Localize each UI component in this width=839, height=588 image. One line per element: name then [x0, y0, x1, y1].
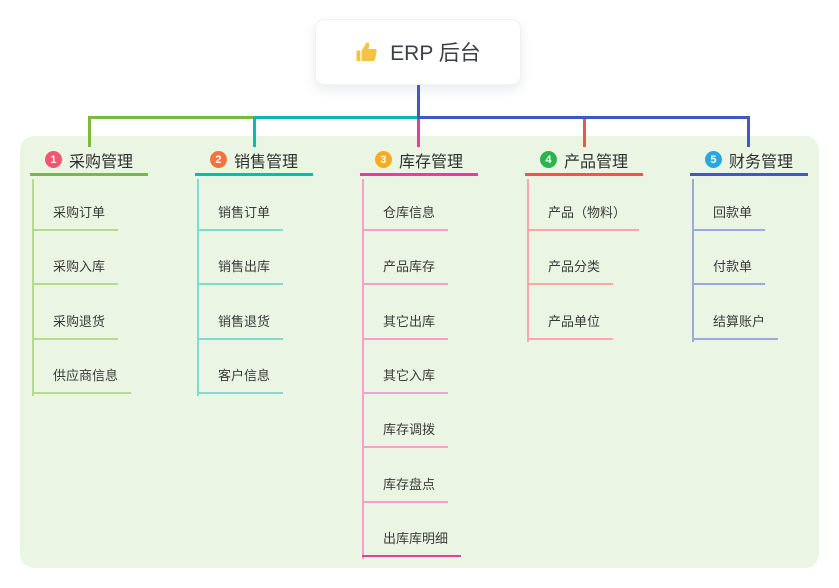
node-sales-order[interactable]: 销售订单	[197, 204, 284, 231]
connector-bus-blue	[417, 116, 750, 119]
node-stock-taking[interactable]: 库存盘点	[362, 476, 449, 503]
badge-1: 1	[44, 151, 62, 168]
node-stock-transfer[interactable]: 库存调拨	[362, 421, 449, 448]
branch-label: 销售管理	[233, 153, 298, 171]
node-other-inbound[interactable]: 其它入库	[362, 367, 449, 394]
node-settlement-account[interactable]: 结算账户	[692, 313, 779, 340]
connector-bus-teal	[253, 116, 419, 119]
root-node[interactable]: ERP 后台	[315, 19, 521, 85]
node-purchase-inbound[interactable]: 采购入库	[32, 258, 119, 285]
branch-label: 产品管理	[563, 153, 628, 171]
connector-drop-sales	[253, 116, 256, 147]
connector-trunk	[417, 84, 420, 118]
connector-drop-purchase	[88, 116, 91, 147]
branch-node-finance[interactable]: 5 财务管理	[690, 146, 808, 176]
node-customer-info[interactable]: 客户信息	[197, 367, 284, 394]
node-warehouse-info[interactable]: 仓库信息	[362, 204, 449, 231]
branch-label: 库存管理	[398, 153, 463, 171]
node-sales-return[interactable]: 销售退货	[197, 313, 284, 340]
thumbs-up-icon	[355, 40, 379, 64]
child-connector-line	[527, 179, 529, 342]
branch-node-sales[interactable]: 2 销售管理	[195, 146, 313, 176]
child-connector-line	[692, 179, 694, 342]
node-purchase-return[interactable]: 采购退货	[32, 313, 119, 340]
node-product-material[interactable]: 产品（物料）	[527, 204, 640, 231]
connector-bus-green	[88, 116, 255, 119]
node-outbound-detail[interactable]: 出库库明细	[362, 530, 462, 557]
branch-sales: 2 销售管理 销售订单 销售出库 销售退货 客户信息	[195, 146, 313, 396]
background-panel	[20, 136, 819, 568]
node-product-unit[interactable]: 产品单位	[527, 313, 614, 340]
badge-2: 2	[209, 151, 227, 168]
child-connector-line	[362, 179, 364, 559]
branch-label: 采购管理	[68, 153, 133, 171]
node-product-stock[interactable]: 产品库存	[362, 258, 449, 285]
branch-product: 4 产品管理 产品（物料） 产品分类 产品单位	[525, 146, 643, 342]
connector-drop-inventory	[417, 116, 420, 147]
node-other-outbound[interactable]: 其它出库	[362, 313, 449, 340]
badge-4: 4	[539, 151, 557, 168]
branch-inventory: 3 库存管理 仓库信息 产品库存 其它出库 其它入库 库存调拨 库存盘点 出库库…	[360, 146, 478, 559]
node-sales-outbound[interactable]: 销售出库	[197, 258, 284, 285]
node-payment-bill[interactable]: 付款单	[692, 258, 766, 285]
connector-drop-finance	[747, 116, 750, 147]
branch-finance: 5 财务管理 回款单 付款单 结算账户	[690, 146, 808, 342]
branch-node-product[interactable]: 4 产品管理	[525, 146, 643, 176]
node-purchase-order[interactable]: 采购订单	[32, 204, 119, 231]
badge-5: 5	[704, 151, 722, 168]
node-product-category[interactable]: 产品分类	[527, 258, 614, 285]
badge-3: 3	[374, 151, 392, 168]
branch-node-inventory[interactable]: 3 库存管理	[360, 146, 478, 176]
node-supplier-info[interactable]: 供应商信息	[32, 367, 132, 394]
child-connector-line	[32, 179, 34, 396]
branch-node-purchase[interactable]: 1 采购管理	[30, 146, 148, 176]
connector-drop-product	[583, 116, 586, 147]
root-label: ERP 后台	[390, 42, 481, 65]
child-connector-line	[197, 179, 199, 396]
node-receipt-bill[interactable]: 回款单	[692, 204, 766, 231]
branch-purchase: 1 采购管理 采购订单 采购入库 采购退货 供应商信息	[30, 146, 148, 396]
branch-label: 财务管理	[728, 153, 793, 171]
